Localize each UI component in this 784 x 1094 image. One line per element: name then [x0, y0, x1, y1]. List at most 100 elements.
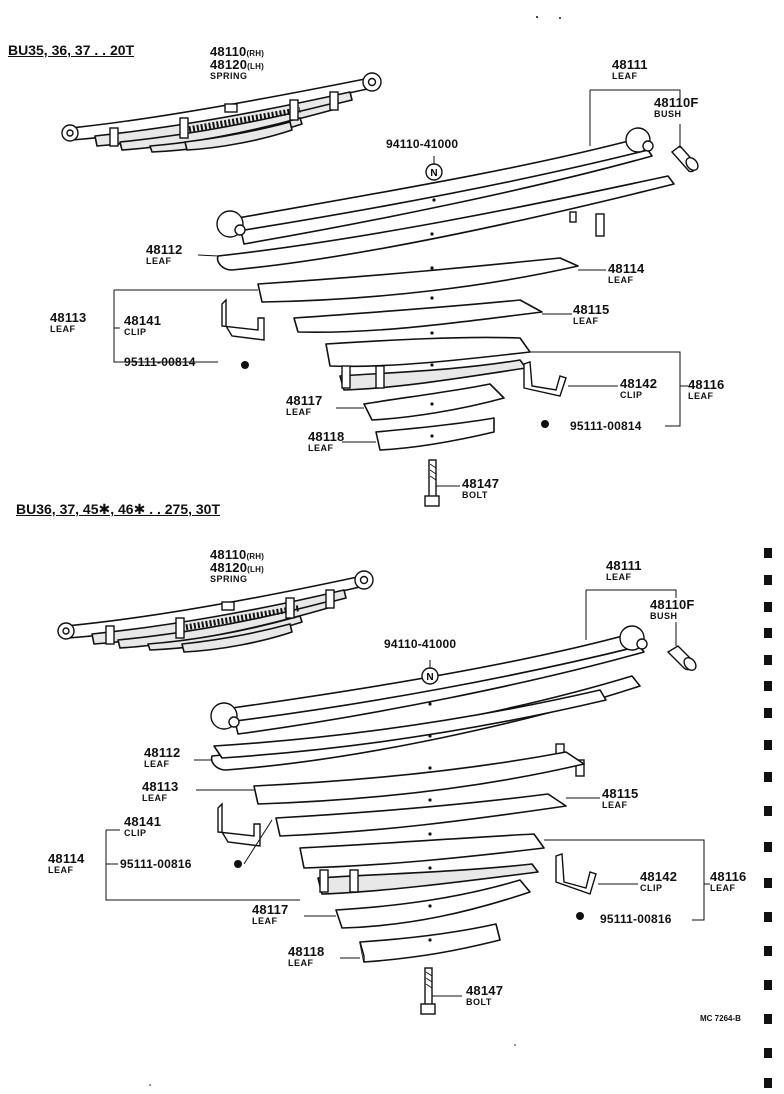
part-name: LEAF	[710, 883, 736, 893]
margin-mark	[764, 946, 772, 956]
part-name: LEAF	[573, 316, 599, 326]
section-2-title: BU36, 37, 45✱, 46✱ . . 275, 30T	[16, 501, 221, 517]
part-name: LEAF	[308, 443, 334, 453]
margin-mark	[764, 681, 772, 691]
part-name: LEAF	[688, 391, 714, 401]
part-number: 48111	[612, 57, 648, 72]
margin-mark	[764, 878, 772, 888]
section-2-drawing: N	[57, 570, 710, 1015]
spring-lh-suffix: (LH)	[247, 565, 264, 574]
part-name: CLIP	[124, 327, 147, 337]
part-number: 48142	[620, 376, 658, 391]
svg-text:N: N	[430, 168, 437, 179]
margin-mark	[764, 575, 772, 585]
part-number: 48114	[48, 851, 85, 866]
spring-lh-suffix: (LH)	[247, 62, 264, 71]
part-name: LEAF	[286, 407, 312, 417]
part-name: LEAF	[612, 71, 638, 81]
part-name: CLIP	[124, 828, 147, 838]
part-name: LEAF	[608, 275, 634, 285]
leaf-stack-1	[216, 127, 675, 451]
callout-95111-a: 95111-00816	[120, 858, 192, 870]
section-1-drawing: N	[61, 72, 699, 507]
part-number: 48112	[144, 745, 181, 760]
margin-mark	[764, 1048, 772, 1058]
margin-mark	[764, 740, 772, 750]
part-number: 48118	[308, 429, 345, 444]
part-number: 48118	[288, 944, 325, 959]
part-number: 94110-41000	[384, 637, 457, 651]
part-number: 95111-00816	[120, 857, 192, 871]
part-number: 48117	[286, 393, 323, 408]
margin-mark	[764, 1014, 772, 1024]
leader-lines-2	[105, 589, 710, 997]
margin-mark	[764, 708, 772, 718]
margin-mark	[764, 628, 772, 638]
part-name: LEAF	[606, 572, 632, 582]
diagram-code: MC 7264-B	[700, 1014, 741, 1023]
assembled-spring-illustration-1	[61, 72, 382, 153]
spring-lh-part: 48120	[210, 560, 248, 575]
part-number: 95111-00816	[600, 912, 672, 926]
part-number: 48141	[124, 814, 162, 829]
part-name: LEAF	[602, 800, 628, 810]
center-nut-1: N	[425, 156, 443, 181]
part-number: 48113	[50, 310, 87, 325]
leader-lines-1	[113, 89, 688, 487]
margin-mark	[764, 1078, 772, 1088]
margin-mark	[764, 548, 772, 558]
assembled-spring-illustration-2	[57, 570, 374, 653]
part-number: 95111-00814	[570, 419, 642, 433]
spring-rh-suffix: (RH)	[246, 552, 265, 561]
bolt-48147-2	[420, 967, 436, 1015]
margin-mark	[764, 842, 772, 852]
part-name: LEAF	[48, 865, 74, 875]
part-name: CLIP	[620, 390, 643, 400]
margin-mark	[764, 772, 772, 782]
part-number: 48115	[602, 786, 639, 801]
part-number: 48117	[252, 902, 289, 917]
part-number: 48147	[462, 476, 500, 491]
part-number: 48110F	[650, 597, 695, 612]
spring-lh-part: 48120	[210, 57, 248, 72]
rivets-1	[241, 361, 549, 428]
rivets-2	[234, 860, 584, 920]
spring-name: SPRING	[210, 574, 248, 584]
svg-text:N: N	[426, 672, 433, 683]
spring-rh-part: 48110	[210, 44, 247, 59]
part-number: 48142	[640, 869, 678, 884]
leaf-stack-2	[210, 625, 648, 963]
part-name: LEAF	[146, 256, 172, 266]
callout-94110: 94110-41000	[384, 638, 456, 650]
part-number: 48110F	[654, 95, 699, 110]
margin-mark	[764, 980, 772, 990]
part-name: BOLT	[466, 997, 492, 1007]
part-name: LEAF	[142, 793, 168, 803]
spring-label-2: 48110(RH) 48120(LH) SPRING	[210, 548, 264, 584]
clip-48141-2	[217, 802, 261, 847]
part-name: LEAF	[50, 324, 76, 334]
spring-rh-suffix: (RH)	[246, 49, 265, 58]
part-name: LEAF	[252, 916, 278, 926]
part-name: BUSH	[650, 611, 678, 621]
bolt-48147-1	[424, 459, 440, 507]
part-number: 94110-41000	[386, 137, 459, 151]
part-number: 95111-00814	[124, 355, 196, 369]
